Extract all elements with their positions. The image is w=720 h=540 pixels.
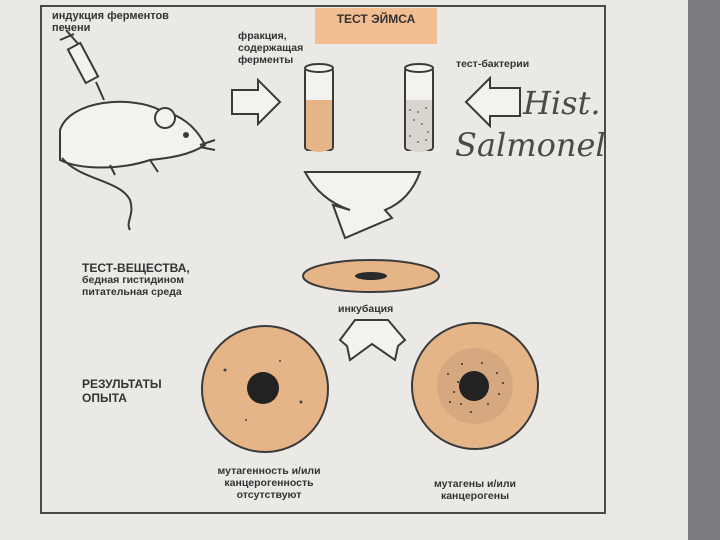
arrow-icon <box>232 80 280 124</box>
label-line: отсутствуют <box>194 489 344 501</box>
test-tube-icon <box>405 64 433 152</box>
positive-result-caption: мутагены и/или канцерогены <box>415 478 535 502</box>
incubation-label: инкубация <box>338 303 393 315</box>
petri-dish-icon <box>202 326 328 452</box>
label-line: РЕЗУЛЬТАТЫ <box>82 377 162 391</box>
arrow-icon <box>466 78 520 126</box>
label-line: ОПЫТА <box>82 391 162 405</box>
enzyme-fraction-label: фракция, содержащая ферменты <box>238 30 303 66</box>
syringe-icon <box>60 30 104 100</box>
arrow-icon <box>305 172 420 238</box>
label-line: канцерогенность <box>194 477 344 489</box>
petri-dish-icon <box>303 260 439 292</box>
handwritten-salmonel: Salmonel <box>455 128 606 162</box>
label-line: ферменты <box>238 54 303 66</box>
label-line: печени <box>52 22 169 34</box>
enzyme-induction-label: индукция ферментов печени <box>52 10 169 34</box>
label-line: ТЕСТ-ВЕЩЕСТВА, <box>82 262 190 274</box>
rat-icon <box>60 102 215 230</box>
results-label: РЕЗУЛЬТАТЫ ОПЫТА <box>82 377 162 405</box>
label-line: бедная гистидином <box>82 274 190 286</box>
test-substances-label: ТЕСТ-ВЕЩЕСТВА, бедная гистидином питател… <box>82 262 190 298</box>
label-line: мутагены и/или <box>415 478 535 490</box>
label-line: содержащая <box>238 42 303 54</box>
test-bacteria-label: тест-бактерии <box>456 58 529 70</box>
handwritten-hist: Hist. <box>523 86 601 120</box>
label-line: индукция ферментов <box>52 10 169 22</box>
label-line: фракция, <box>238 30 303 42</box>
negative-result-caption: мутагенность и/или канцерогенность отсут… <box>194 465 344 501</box>
label-line: мутагенность и/или <box>194 465 344 477</box>
petri-dish-icon <box>412 323 538 449</box>
test-tube-icon <box>305 64 333 152</box>
label-line: питательная среда <box>82 286 190 298</box>
label-line: канцерогены <box>415 490 535 502</box>
arrow-icon <box>340 320 405 360</box>
